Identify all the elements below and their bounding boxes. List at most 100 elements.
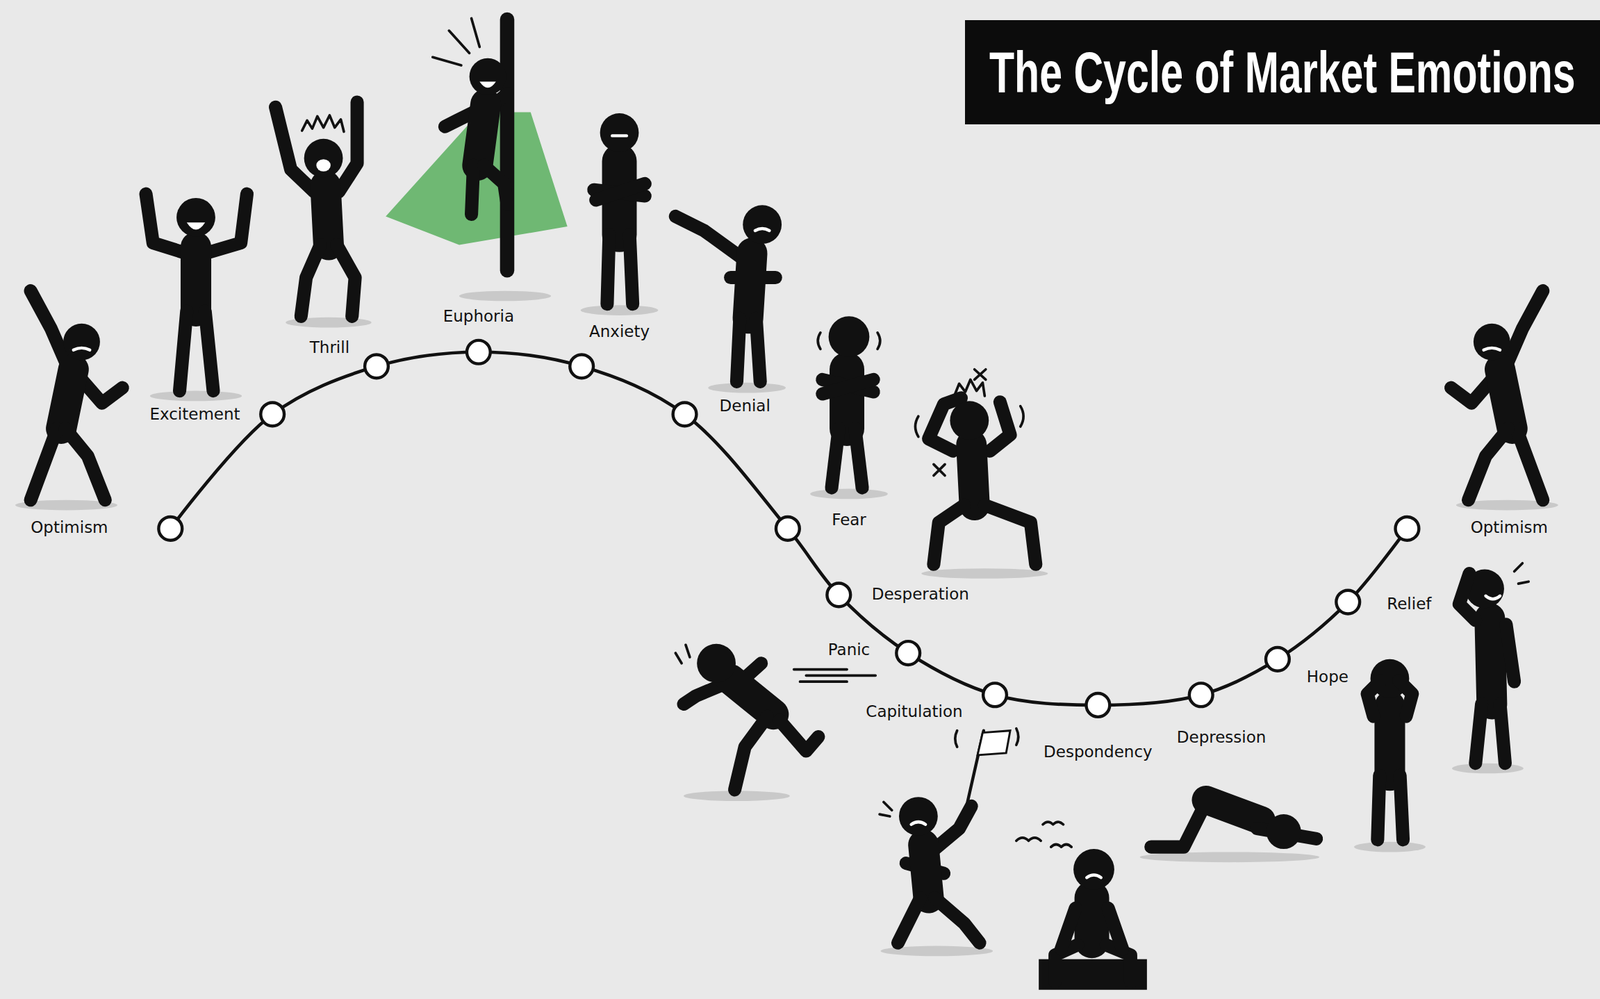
- stage-label: Optimism: [28, 518, 110, 538]
- stage-label: Depression: [1174, 728, 1269, 748]
- anxiety-figure-part: [600, 113, 640, 153]
- stage-dot: [896, 641, 920, 665]
- panic-figure-part: [730, 679, 774, 715]
- panic-figure-part: [675, 644, 690, 663]
- anxiety-figure-part: [629, 234, 633, 305]
- fear-figure-part: [831, 428, 839, 488]
- hope-figure-part: [1367, 680, 1381, 717]
- stage-dot: [1335, 590, 1360, 615]
- excitement-figure-part: [204, 311, 214, 392]
- excitement-figure-part: [180, 246, 212, 312]
- optimism-figure-part: [30, 428, 57, 501]
- excitement-figure-part: [179, 311, 187, 392]
- stage-label: Desperation: [869, 584, 972, 605]
- fear-figure: [810, 316, 888, 499]
- hope-figure-part: [1399, 775, 1403, 840]
- denial-figure-part: [748, 252, 753, 319]
- panic-figure-part: [696, 644, 736, 683]
- desperation-figure: [914, 369, 1048, 579]
- panic-figure-part: [794, 669, 877, 683]
- hope-figure-part: [1377, 775, 1380, 840]
- fear-figure-part: [817, 332, 881, 350]
- optimism-figure-part: [1468, 428, 1509, 501]
- panic-figure-part: [779, 720, 819, 752]
- desperation-figure-part: [984, 505, 1036, 565]
- relief-figure-part: [1452, 763, 1524, 774]
- stage-dot: [673, 402, 697, 426]
- stage-label: Despondency: [1041, 742, 1155, 763]
- stage-label: Denial: [717, 396, 773, 417]
- excitement-figure: [145, 193, 247, 401]
- curve-line: [170, 352, 1407, 706]
- hope-figure-part: [1354, 842, 1426, 853]
- despondency-figure-part: [1073, 848, 1115, 890]
- fear-figure-part: [810, 489, 888, 500]
- optimism-figure-part: [1451, 379, 1493, 403]
- panic-figure-part: [683, 685, 721, 704]
- despondency-figure-part: [1016, 821, 1072, 847]
- anxiety-figure: [580, 113, 659, 316]
- denial-figure-part: [707, 382, 786, 394]
- denial-figure-part: [736, 318, 740, 382]
- capitulation-figure-part: [923, 844, 929, 898]
- stage-dot: [1189, 682, 1214, 707]
- stage-label: Hope: [1304, 667, 1351, 688]
- despondency-figure-part: [1086, 875, 1102, 879]
- hope-figure: [1354, 659, 1426, 853]
- optimism-figure-part: [61, 369, 74, 429]
- capitulation-figure-part: [899, 796, 938, 836]
- thrill-figure-part: [325, 185, 329, 245]
- thrill-figure-part: [300, 245, 321, 317]
- stage-dot: [158, 516, 183, 541]
- depression-figure-part: [1206, 800, 1261, 821]
- euphoria-figure-part: [483, 165, 508, 205]
- stage-label: Anxiety: [587, 322, 652, 342]
- thrill-figure-part: [336, 245, 356, 317]
- euphoria-figure-part: [479, 81, 497, 89]
- panic-figure: [675, 644, 876, 802]
- depression-figure: [1140, 800, 1321, 863]
- euphoria-figure-part: [469, 58, 507, 96]
- relief-figure-part: [1486, 596, 1501, 599]
- capitulation-figure-part: [911, 821, 927, 825]
- panic-figure-part: [735, 716, 768, 790]
- fear-figure-part: [822, 379, 874, 394]
- stage-dot: [983, 682, 1007, 707]
- desperation-figure-part: [949, 400, 989, 440]
- stage-dot: [826, 582, 851, 607]
- relief-figure-part: [1458, 573, 1476, 621]
- capitulation-figure: [879, 728, 1019, 957]
- thrill-figure-part: [304, 138, 344, 178]
- stage-dot: [569, 354, 594, 378]
- stage-label: Fear: [829, 510, 869, 531]
- optimism-figure-part: [1483, 348, 1501, 351]
- euphoria-figure-part: [471, 165, 474, 215]
- optimism-figure: [1451, 291, 1559, 511]
- denial-figure-part: [730, 270, 777, 285]
- denial-figure-part: [755, 228, 770, 231]
- capitulation-figure-part: [879, 801, 893, 817]
- relief-figure-part: [1506, 624, 1515, 682]
- desperation-figure-part: [933, 505, 965, 565]
- relief-figure-part: [1489, 618, 1492, 704]
- optimism-figure-part: [1516, 428, 1544, 501]
- optimism-figure-part: [73, 348, 91, 351]
- stage-dot: [1265, 647, 1290, 672]
- denial-figure-part: [675, 216, 741, 258]
- euphoria-figure-part: [459, 291, 551, 302]
- fear-figure-part: [855, 428, 863, 488]
- capitulation-figure-part: [934, 898, 980, 944]
- despondency-figure: [1016, 821, 1148, 991]
- optimism-figure-part: [65, 428, 105, 501]
- stage-label: Excitement: [147, 405, 242, 425]
- anxiety-figure-part: [596, 183, 646, 201]
- optimism-figure-part: [81, 379, 123, 403]
- stage-dot: [1395, 516, 1420, 541]
- optimism-figure-part: [1473, 323, 1511, 361]
- depression-figure-part: [1266, 814, 1302, 849]
- capitulation-figure-part: [898, 898, 921, 944]
- optimism-figure-part: [63, 323, 101, 361]
- euphoria-figure-part: [477, 104, 486, 166]
